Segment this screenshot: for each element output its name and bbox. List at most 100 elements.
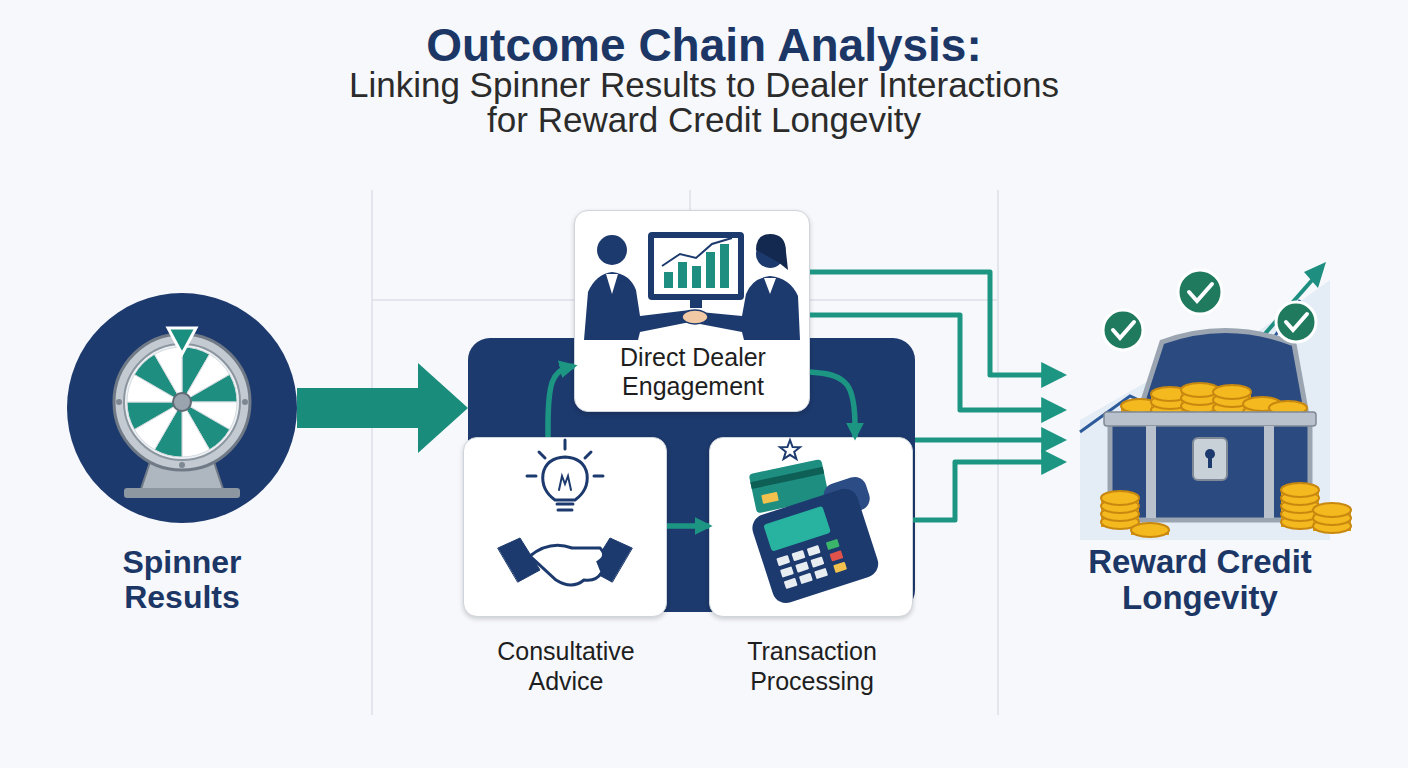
process-panel: Direct Dealer EngagementConsultative Adv… bbox=[468, 338, 915, 612]
advice-icon bbox=[527, 475, 536, 478]
advice-icon bbox=[530, 545, 604, 585]
gold-coin bbox=[1121, 407, 1159, 421]
advice-icon bbox=[557, 504, 573, 510]
process-box: Transaction Processing bbox=[709, 437, 913, 617]
gold-coin bbox=[1243, 397, 1281, 411]
gold-coin bbox=[1269, 409, 1307, 423]
gold-coin bbox=[1281, 515, 1319, 529]
gold-coin bbox=[1313, 526, 1351, 531]
circle-outline bbox=[67, 293, 297, 523]
gold-coin bbox=[1281, 483, 1319, 497]
payment-icon bbox=[749, 459, 830, 514]
wheel-wedge bbox=[182, 354, 230, 402]
spinner-wheel bbox=[173, 393, 191, 411]
dealer-icon bbox=[606, 274, 618, 294]
treasure-chest bbox=[1189, 284, 1212, 301]
dealer-icon bbox=[584, 272, 690, 340]
payment-icon bbox=[749, 459, 830, 514]
treasure-chest bbox=[1193, 438, 1227, 480]
treasure-chest bbox=[1205, 449, 1215, 459]
treasure-chest bbox=[1264, 426, 1274, 518]
wheel-wedge bbox=[182, 347, 210, 402]
gold-coin bbox=[1281, 514, 1319, 519]
gold-coin bbox=[1269, 416, 1307, 421]
gold-coin bbox=[1243, 405, 1281, 419]
spinner-wheel bbox=[242, 399, 248, 405]
spinner-wheel bbox=[116, 399, 122, 405]
gold-coin bbox=[1151, 387, 1189, 401]
payment-icon bbox=[780, 440, 800, 459]
wheel-wedge bbox=[182, 402, 210, 457]
node-label: Transaction Processing bbox=[717, 636, 907, 696]
payment-icon bbox=[749, 485, 882, 606]
spinner-wheel bbox=[179, 462, 185, 468]
gold-coin bbox=[1121, 406, 1159, 411]
outcome-node: Reward Credit Longevity bbox=[1062, 250, 1338, 540]
payment-icon bbox=[746, 474, 893, 607]
dealer-icon bbox=[720, 244, 729, 288]
flow-arrow bbox=[548, 366, 574, 437]
gold-coin bbox=[1151, 410, 1189, 415]
payment-icon bbox=[780, 566, 794, 577]
treasure-chest bbox=[1110, 420, 1310, 520]
circle-outline bbox=[67, 293, 297, 523]
payment-icon bbox=[833, 562, 847, 573]
gold-coin bbox=[1213, 408, 1251, 413]
gold-coin bbox=[1151, 402, 1189, 407]
payment-icon bbox=[750, 467, 824, 489]
gold-coin bbox=[1213, 401, 1251, 415]
gold-coin bbox=[1181, 399, 1219, 413]
flow-arrow bbox=[810, 372, 855, 437]
dealer-icon bbox=[664, 272, 673, 288]
dealer-icon bbox=[682, 310, 708, 324]
gold-coin bbox=[1181, 391, 1219, 405]
grid-line bbox=[997, 190, 999, 715]
gold-coin bbox=[1243, 405, 1281, 419]
gold-coin bbox=[1101, 491, 1139, 505]
treasure-chest bbox=[1113, 322, 1134, 338]
gold-coin bbox=[1213, 401, 1251, 415]
gold-coin bbox=[1281, 507, 1319, 521]
gold-coin bbox=[1281, 491, 1319, 505]
gold-coin bbox=[1313, 518, 1351, 523]
dealer-icon bbox=[756, 240, 784, 268]
wheel-wedge bbox=[155, 402, 183, 457]
gold-coin bbox=[1243, 397, 1281, 411]
treasure-chest bbox=[1103, 310, 1143, 350]
gold-coin bbox=[1313, 503, 1351, 517]
payment-icon bbox=[776, 555, 790, 566]
treasure-chest bbox=[1104, 412, 1316, 426]
diagram-title: Outcome Chain Analysis: bbox=[0, 18, 1408, 72]
gold-coin bbox=[1313, 503, 1351, 517]
gold-coin bbox=[1181, 390, 1219, 395]
wheel-wedge bbox=[127, 402, 182, 430]
gold-coin bbox=[1313, 519, 1351, 533]
gold-coin bbox=[1131, 523, 1169, 537]
spinner-wheel bbox=[114, 328, 250, 498]
node-label: Consultative Advice bbox=[471, 636, 661, 696]
treasure-chest bbox=[1240, 278, 1314, 362]
gold-coin bbox=[1121, 383, 1307, 423]
gold-coin bbox=[1181, 398, 1219, 403]
grid-line bbox=[371, 190, 373, 715]
payment-icon bbox=[820, 474, 872, 520]
gold-coin bbox=[1151, 395, 1189, 409]
treasure-chest bbox=[1140, 330, 1306, 410]
payment-icon bbox=[763, 506, 831, 552]
gold-coin bbox=[1181, 406, 1219, 411]
node-label: Reward Credit Longevity bbox=[1070, 544, 1330, 616]
treasure-chest bbox=[1276, 302, 1316, 342]
treasure-chest bbox=[1208, 456, 1212, 468]
payment-icon bbox=[829, 550, 843, 561]
gold-coin bbox=[1101, 522, 1139, 527]
gold-coin bbox=[1313, 511, 1351, 525]
flow-arrow bbox=[810, 315, 1062, 410]
gold-coin bbox=[1281, 483, 1319, 497]
gold-coin bbox=[1131, 530, 1169, 535]
payment-icon bbox=[799, 573, 813, 584]
grid-line bbox=[372, 190, 998, 715]
gold-coin bbox=[1281, 499, 1319, 513]
gold-coin bbox=[1313, 519, 1351, 533]
advice-icon bbox=[585, 452, 591, 458]
gold-coin bbox=[1181, 399, 1219, 413]
